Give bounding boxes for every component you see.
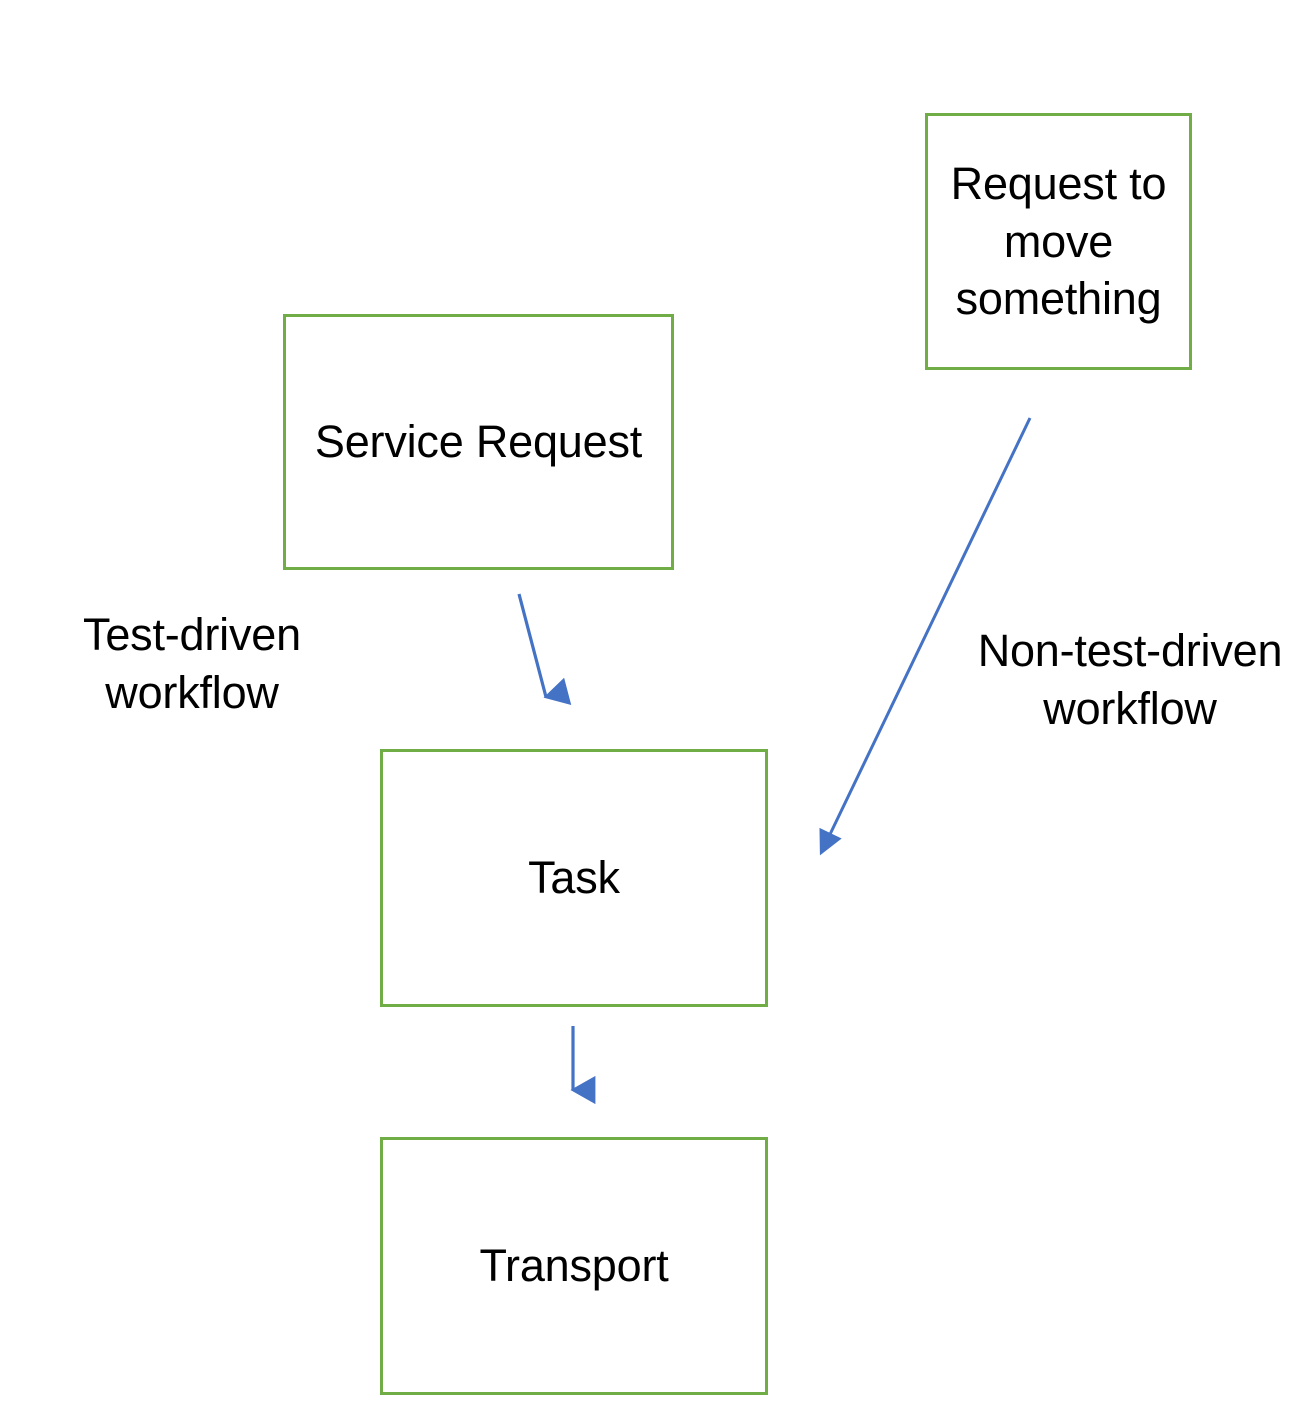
edge-service-request-to-task: [517, 593, 572, 705]
node-label: Service Request: [314, 416, 643, 468]
node-task[interactable]: Task: [380, 749, 768, 1007]
node-label: Request to move something: [950, 158, 1167, 325]
label-test-driven-workflow: Test-driven workflow: [83, 609, 301, 718]
node-label: Transport: [479, 1240, 669, 1292]
label-non-test-driven-workflow: Non-test-driven workflow: [977, 625, 1283, 734]
node-label: Task: [528, 852, 620, 904]
node-transport[interactable]: Transport: [380, 1137, 768, 1395]
node-request-to-move-something[interactable]: Request to move something: [925, 113, 1192, 370]
node-service-request[interactable]: Service Request: [283, 314, 674, 570]
